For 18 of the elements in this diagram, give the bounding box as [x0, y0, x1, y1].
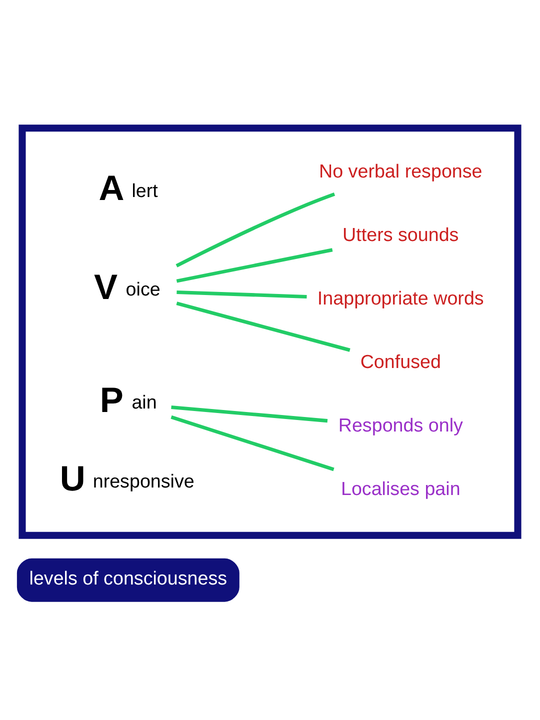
node-text: Confused	[360, 351, 441, 372]
node-text: Responds only	[338, 414, 463, 436]
connector	[176, 192, 336, 268]
connector	[176, 302, 350, 352]
node-text: U nresponsive	[60, 460, 194, 499]
connector	[171, 405, 328, 423]
node-box: levels of consciousness	[16, 558, 240, 602]
node-text: No verbal response	[319, 160, 482, 182]
connector	[176, 248, 333, 283]
node-text: V oice	[94, 268, 160, 307]
cluster	[18, 124, 522, 539]
connector	[176, 290, 307, 298]
node-text: Localises pain	[340, 478, 460, 500]
node-text: Utters sounds	[342, 224, 459, 245]
connector	[170, 415, 334, 472]
node-text: A lert	[98, 168, 158, 208]
node-text: Inappropriate words	[317, 287, 484, 308]
node-text: P ain	[100, 380, 157, 420]
